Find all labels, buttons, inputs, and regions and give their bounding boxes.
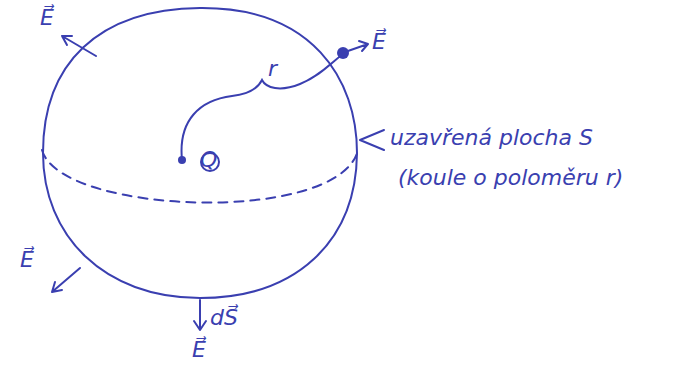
field-label: E⃗: [20, 248, 34, 272]
gaussian-sphere: rQ: [40, 5, 360, 301]
field-arrow: [52, 268, 80, 292]
charge-label: Q: [200, 148, 217, 172]
field-arrow: [345, 41, 368, 52]
area-label: dS⃗: [210, 306, 238, 330]
surface-label: uzavřená plocha S: [390, 126, 593, 150]
area-vector-arrow: [194, 300, 206, 330]
field-label: E⃗: [192, 338, 206, 362]
field-label: E⃗: [40, 6, 54, 30]
surface-note: (koule o poloměru r): [398, 166, 623, 190]
center-dot: [178, 156, 186, 164]
radius-label: r: [268, 57, 277, 81]
pointer-arrow: [360, 130, 384, 150]
surface-point: [337, 47, 349, 59]
radius-brace: [182, 54, 343, 160]
field-label: E⃗: [372, 30, 386, 54]
